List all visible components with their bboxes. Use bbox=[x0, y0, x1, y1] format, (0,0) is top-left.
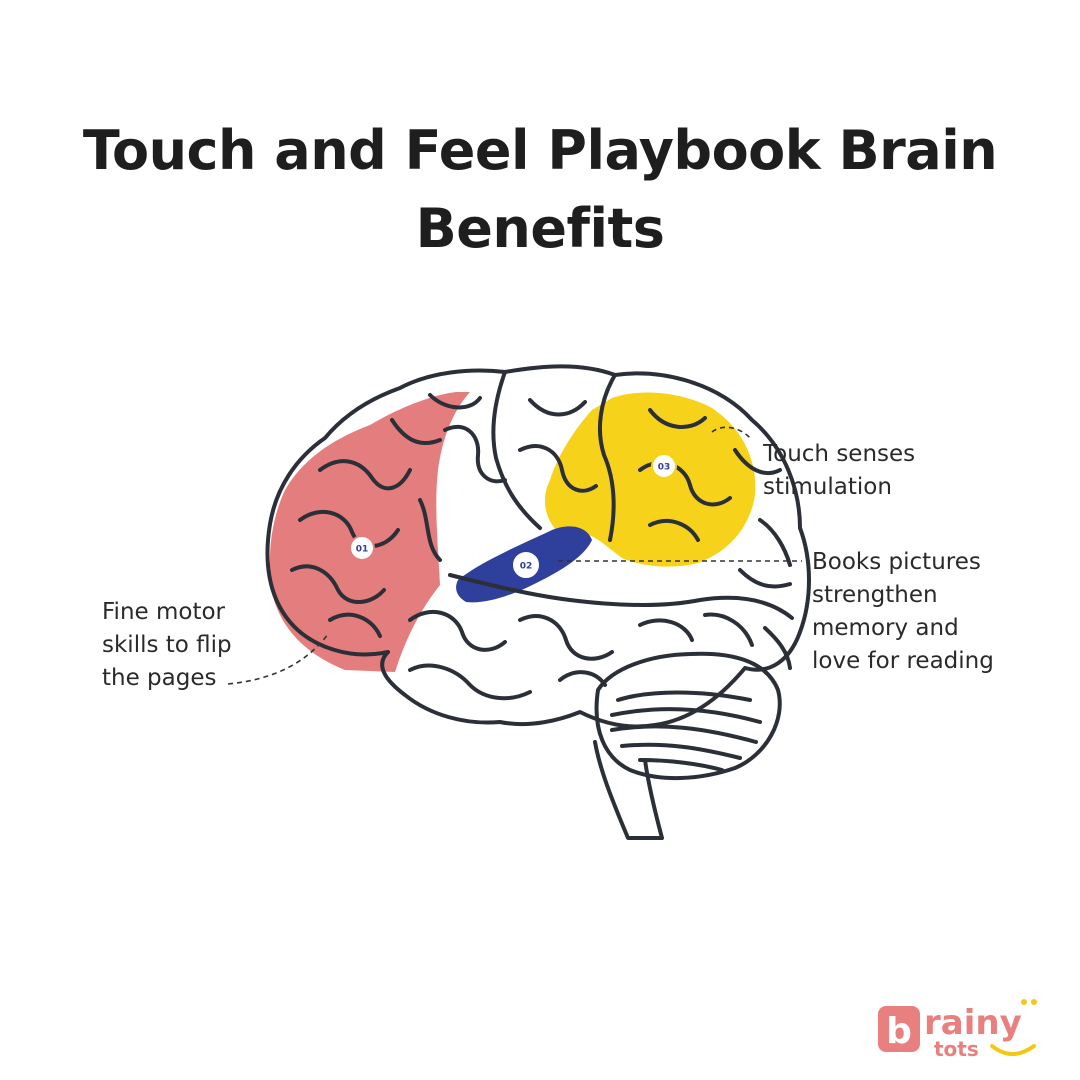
logo-dot-icon bbox=[1021, 999, 1027, 1005]
callout-memory: Books pictures strengthen memory and lov… bbox=[812, 549, 994, 674]
logo-word-2: tots bbox=[934, 1037, 979, 1060]
region-03-highlight bbox=[544, 392, 756, 567]
badge-01: 01 bbox=[349, 535, 375, 561]
leader-line-03 bbox=[711, 426, 753, 441]
logo-dot-icon bbox=[1031, 999, 1037, 1005]
badge-03: 03 bbox=[651, 453, 677, 479]
badge-03-label: 03 bbox=[658, 463, 671, 473]
brainy-tots-logo: b rainy tots bbox=[878, 999, 1037, 1060]
badge-01-label: 01 bbox=[356, 545, 369, 555]
callout-touch-senses: Touch senses stimulation bbox=[763, 441, 916, 500]
cerebellum-outline bbox=[594, 651, 782, 781]
smile-icon bbox=[990, 1044, 1036, 1056]
logo-word-1: rainy bbox=[924, 1003, 1022, 1043]
leader-line-01 bbox=[227, 633, 329, 685]
page-title: Touch and Feel Playbook Brain Benefits bbox=[82, 119, 998, 260]
logo-letter: b bbox=[886, 1011, 912, 1052]
brainstem-outline bbox=[593, 740, 664, 840]
callout-fine-motor: Fine motor skills to flip the pages bbox=[102, 599, 232, 691]
region-01-highlight bbox=[269, 392, 470, 672]
badge-02-label: 02 bbox=[520, 562, 533, 572]
badge-02: 02 bbox=[513, 552, 539, 578]
